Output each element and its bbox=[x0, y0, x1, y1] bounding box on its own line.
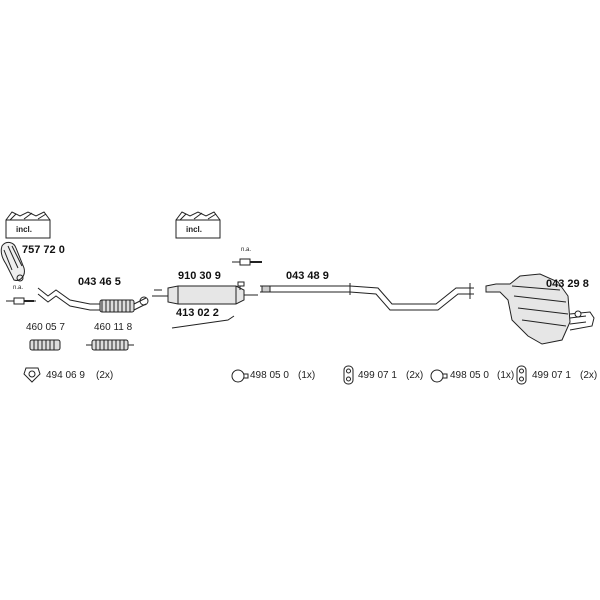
rubber-mount-icon bbox=[516, 365, 527, 385]
part-number-middle-silencer: 910 30 9 bbox=[178, 270, 221, 282]
not-available-label: n.a. bbox=[241, 247, 252, 253]
clamp-icon bbox=[231, 369, 249, 383]
part-number-rear-silencer: 043 29 8 bbox=[546, 278, 589, 290]
lambda-sensor-icon bbox=[232, 258, 262, 266]
clamp-wire-icon bbox=[171, 315, 235, 329]
accessory-quantity: (1x) bbox=[298, 370, 316, 381]
accessory-part-number: 499 07 1 bbox=[358, 370, 397, 381]
kit-box-icon bbox=[175, 211, 221, 239]
rear-silencer-icon bbox=[485, 273, 595, 345]
part-number-middle-clamp: 413 02 2 bbox=[176, 307, 219, 319]
part-number-intermediate-pipe: 043 48 9 bbox=[286, 270, 329, 282]
lambda-sensor-icon bbox=[6, 297, 36, 305]
part-number-front-pipe: 043 46 5 bbox=[78, 276, 121, 288]
flex-pipe-icon bbox=[29, 339, 61, 351]
kit-label: incl. bbox=[16, 225, 33, 234]
accessory-quantity: (2x) bbox=[96, 370, 114, 381]
accessory-quantity: (2x) bbox=[406, 370, 424, 381]
rubber-mount-icon bbox=[343, 365, 354, 385]
gasket-icon bbox=[23, 367, 41, 383]
not-available-label: n.a. bbox=[13, 285, 24, 291]
accessory-part-number: 494 06 9 bbox=[46, 370, 85, 381]
part-number-bracket-2: 460 11 8 bbox=[94, 322, 133, 333]
accessory-part-number: 498 05 0 bbox=[450, 370, 489, 381]
part-number-bracket-1: 460 05 7 bbox=[26, 322, 65, 333]
accessory-part-number: 499 07 1 bbox=[532, 370, 571, 381]
accessory-quantity: (1x) bbox=[497, 370, 515, 381]
clamp-icon bbox=[430, 369, 448, 383]
front-pipe bbox=[37, 287, 149, 313]
middle-silencer-icon bbox=[152, 281, 258, 305]
accessory-part-number: 498 05 0 bbox=[250, 370, 289, 381]
accessory-quantity: (2x) bbox=[580, 370, 598, 381]
flex-pipe-icon bbox=[86, 339, 134, 351]
intermediate-pipe bbox=[260, 283, 474, 311]
part-number-catalyst: 757 72 0 bbox=[22, 244, 65, 256]
catalyst-icon bbox=[0, 241, 25, 282]
kit-box-icon bbox=[5, 211, 51, 239]
kit-label: incl. bbox=[186, 225, 203, 234]
